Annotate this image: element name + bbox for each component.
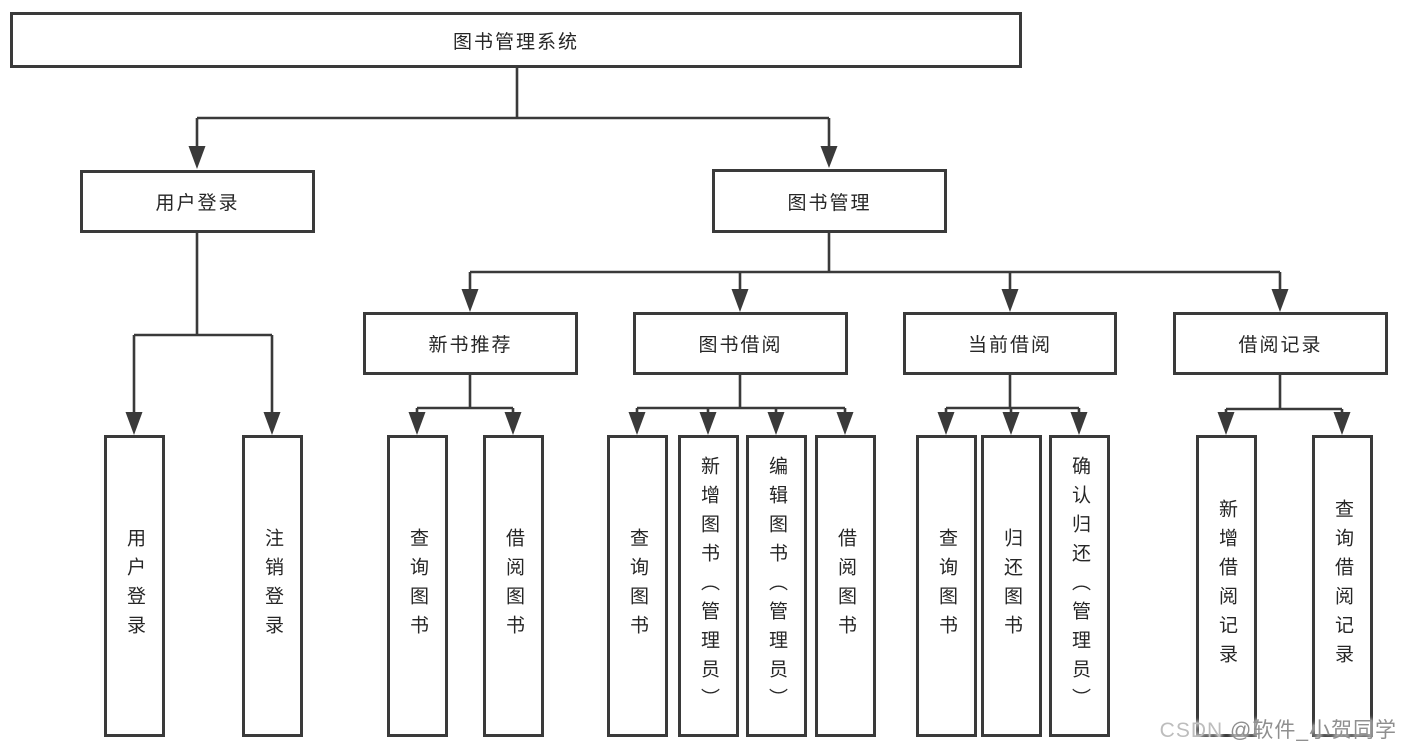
node-book-management: 图书管理 xyxy=(712,169,947,233)
connector-root xyxy=(188,68,838,169)
node-label: 查询借阅记录 xyxy=(1332,499,1353,673)
leaf-user-login: 用户登录 xyxy=(104,435,165,737)
node-label: 归还图书 xyxy=(1001,528,1022,644)
node-label: 注销登录 xyxy=(262,528,283,644)
leaf-confirm-return-admin: 确认归还（管理员） xyxy=(1049,435,1110,737)
node-label: 编辑图书（管理员） xyxy=(766,455,787,717)
leaf-query-books-current: 查询图书 xyxy=(916,435,977,737)
connector-borrowing-records xyxy=(1217,375,1351,435)
node-label: 当前借阅 xyxy=(967,335,1052,356)
node-label: 借阅记录 xyxy=(1238,335,1323,356)
leaf-query-books-recommend: 查询图书 xyxy=(387,435,448,737)
node-new-book-recommendation: 新书推荐 xyxy=(363,312,578,375)
node-label: 查询图书 xyxy=(627,528,648,644)
watermark-prefix: CSDN xyxy=(1159,719,1230,742)
node-library-system: 图书管理系统 xyxy=(10,12,1022,68)
leaf-logout: 注销登录 xyxy=(242,435,303,737)
node-current-borrowing: 当前借阅 xyxy=(903,312,1117,375)
node-label: 新增借阅记录 xyxy=(1216,499,1237,673)
leaf-add-borrow-record: 新增借阅记录 xyxy=(1196,435,1257,737)
node-borrowing-records: 借阅记录 xyxy=(1173,312,1388,375)
leaf-borrow-books: 借阅图书 xyxy=(815,435,876,737)
node-label: 查询图书 xyxy=(407,528,428,644)
node-label: 图书管理系统 xyxy=(452,31,579,53)
csdn-watermark: CSDN @软件_小贺同学 xyxy=(1160,714,1397,744)
node-label: 借阅图书 xyxy=(503,528,524,644)
node-label: 查询图书 xyxy=(936,528,957,644)
leaf-edit-books-admin: 编辑图书（管理员） xyxy=(746,435,807,737)
node-label: 用户登录 xyxy=(124,528,145,644)
connector-book-management xyxy=(461,233,1289,312)
node-book-borrowing: 图书借阅 xyxy=(633,312,848,375)
leaf-query-borrow-record: 查询借阅记录 xyxy=(1312,435,1373,737)
connector-current-borrowing xyxy=(937,375,1088,435)
leaf-query-books-borrowing: 查询图书 xyxy=(607,435,668,737)
leaf-borrow-books-recommend: 借阅图书 xyxy=(483,435,544,737)
node-label: 用户登录 xyxy=(155,193,240,214)
node-label: 图书借阅 xyxy=(698,335,783,356)
node-label: 确认归还（管理员） xyxy=(1069,455,1090,717)
connector-new-book-recommendation xyxy=(408,375,522,435)
connector-user-login xyxy=(125,233,281,435)
leaf-return-books: 归还图书 xyxy=(981,435,1042,737)
connector-book-borrowing xyxy=(628,375,854,435)
node-user-login: 用户登录 xyxy=(80,170,315,233)
node-label: 新增图书（管理员） xyxy=(698,455,719,717)
leaf-add-books-admin: 新增图书（管理员） xyxy=(678,435,739,737)
node-label: 借阅图书 xyxy=(835,528,856,644)
watermark-handle: @软件_小贺同学 xyxy=(1230,719,1397,742)
node-label: 新书推荐 xyxy=(428,335,513,356)
node-label: 图书管理 xyxy=(787,192,872,214)
